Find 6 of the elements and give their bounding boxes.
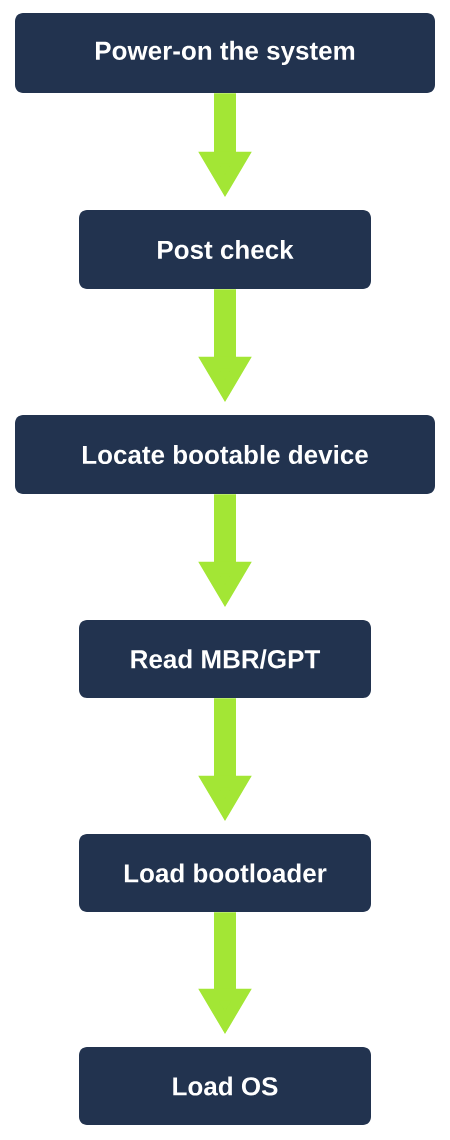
process-box: Read MBR/GPT (79, 620, 371, 698)
process-box: Locate bootable device (15, 415, 435, 494)
process-box: Load OS (79, 1047, 371, 1125)
process-box: Post check (79, 210, 371, 289)
process-box: Load bootloader (79, 834, 371, 912)
process-box: Power-on the system (15, 13, 435, 93)
